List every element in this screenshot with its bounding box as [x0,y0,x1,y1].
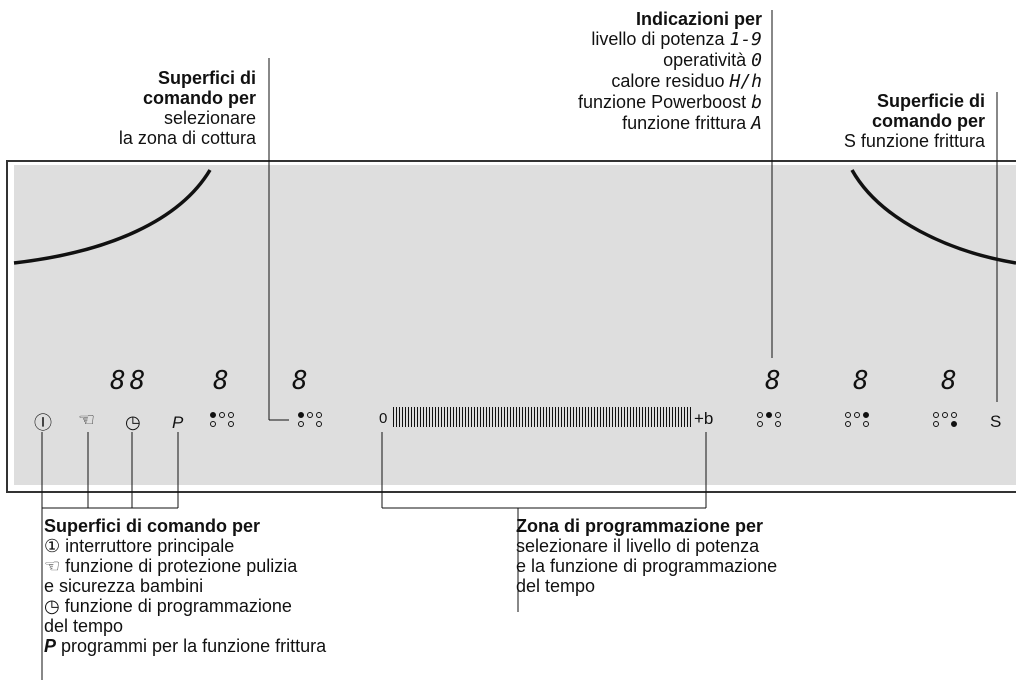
superfici-comando-item: del tempo [44,616,124,636]
zone-right-front-display: 8 [765,366,785,396]
superfici-zona-heading1: Superfici di [157,68,256,88]
fry-function-s-button[interactable]: S [990,412,1002,431]
zone-left-back-display: 8 [213,366,233,396]
indicazioni-line: livello di potenza 1-9 [591,29,762,50]
indicazioni-heading: Indicazioni per [635,9,762,29]
zona-programmazione-line1: selezionare il livello di potenza [516,536,760,556]
zone-selector-left-front-icon[interactable] [298,412,324,429]
leader-superfici-comando [41,432,179,680]
timer-clock-icon[interactable]: ◷ [125,412,141,432]
superficie-s-heading2: comando per [871,111,985,131]
ceramic-glass [14,165,1016,485]
zona-programmazione-heading: Zona di programmazione per [516,516,764,536]
superfici-comando-heading: Superfici di comando per [44,516,261,536]
superfici-comando-item: ① interruttore principale [44,536,235,556]
zona-programmazione-line2: e la funzione di programmazione [516,556,778,576]
superficie-s-line: S funzione frittura [843,131,985,151]
superfici-zona-annotation: Superfici di comando per selezionare la … [40,68,256,148]
main-switch-icon[interactable]: Ⓘ [34,413,52,433]
superficie-s-heading1: Superficie di [876,91,985,111]
zone-selector-right-front-icon[interactable] [757,412,783,429]
slider-zero-label: 0 [379,410,388,427]
superfici-comando-item: ☜ funzione di protezione pulizia [44,556,298,576]
indicazioni-line: operatività 0 [663,50,762,71]
zone-selector-left-back-icon[interactable] [210,412,236,429]
indicazioni-line: funzione Powerboost b [578,92,762,113]
zone-left-front-display: 8 [292,366,312,396]
zona-programmazione-line3: del tempo [516,576,596,596]
right-cooking-zone-arc [850,169,1016,265]
superfici-comando-annotation: Superfici di comando per ① interruttore … [44,516,474,656]
zone-selector-right-back-icon[interactable] [933,412,959,429]
indicazioni-annotation: Indicazioni per livello di potenza 1-9 o… [500,9,762,134]
zona-programmazione-annotation: Zona di programmazione per selezionare i… [516,516,936,596]
programs-p-button[interactable]: P [172,413,184,432]
protection-hand-icon[interactable]: ☜ [78,410,96,431]
slider-boost-label: +b [694,409,714,428]
superficie-s-annotation: Superficie di comando per S funzione fri… [780,91,985,151]
leader-zona-programmazione [381,432,707,612]
superfici-comando-item: ◷ funzione di programmazione [44,596,292,616]
zone-right-center-display: 8 [853,366,873,396]
indicazioni-line: calore residuo H/h [611,71,762,92]
left-cooking-zone-arc [13,169,212,265]
timer-display: 88 [110,366,150,396]
superfici-comando-item: e sicurezza bambini [44,576,204,596]
superfici-zona-line2: la zona di cottura [118,128,256,148]
zone-selector-right-center-icon[interactable] [845,412,871,429]
power-level-slider[interactable] [393,407,691,427]
superfici-zona-heading2: comando per [142,88,256,108]
superfici-zona-line1: selezionare [163,108,256,128]
indicazioni-line: funzione frittura A [622,113,762,134]
zone-right-back-display: 8 [941,366,961,396]
superfici-comando-item: P programmi per la funzione frittura [44,636,327,656]
